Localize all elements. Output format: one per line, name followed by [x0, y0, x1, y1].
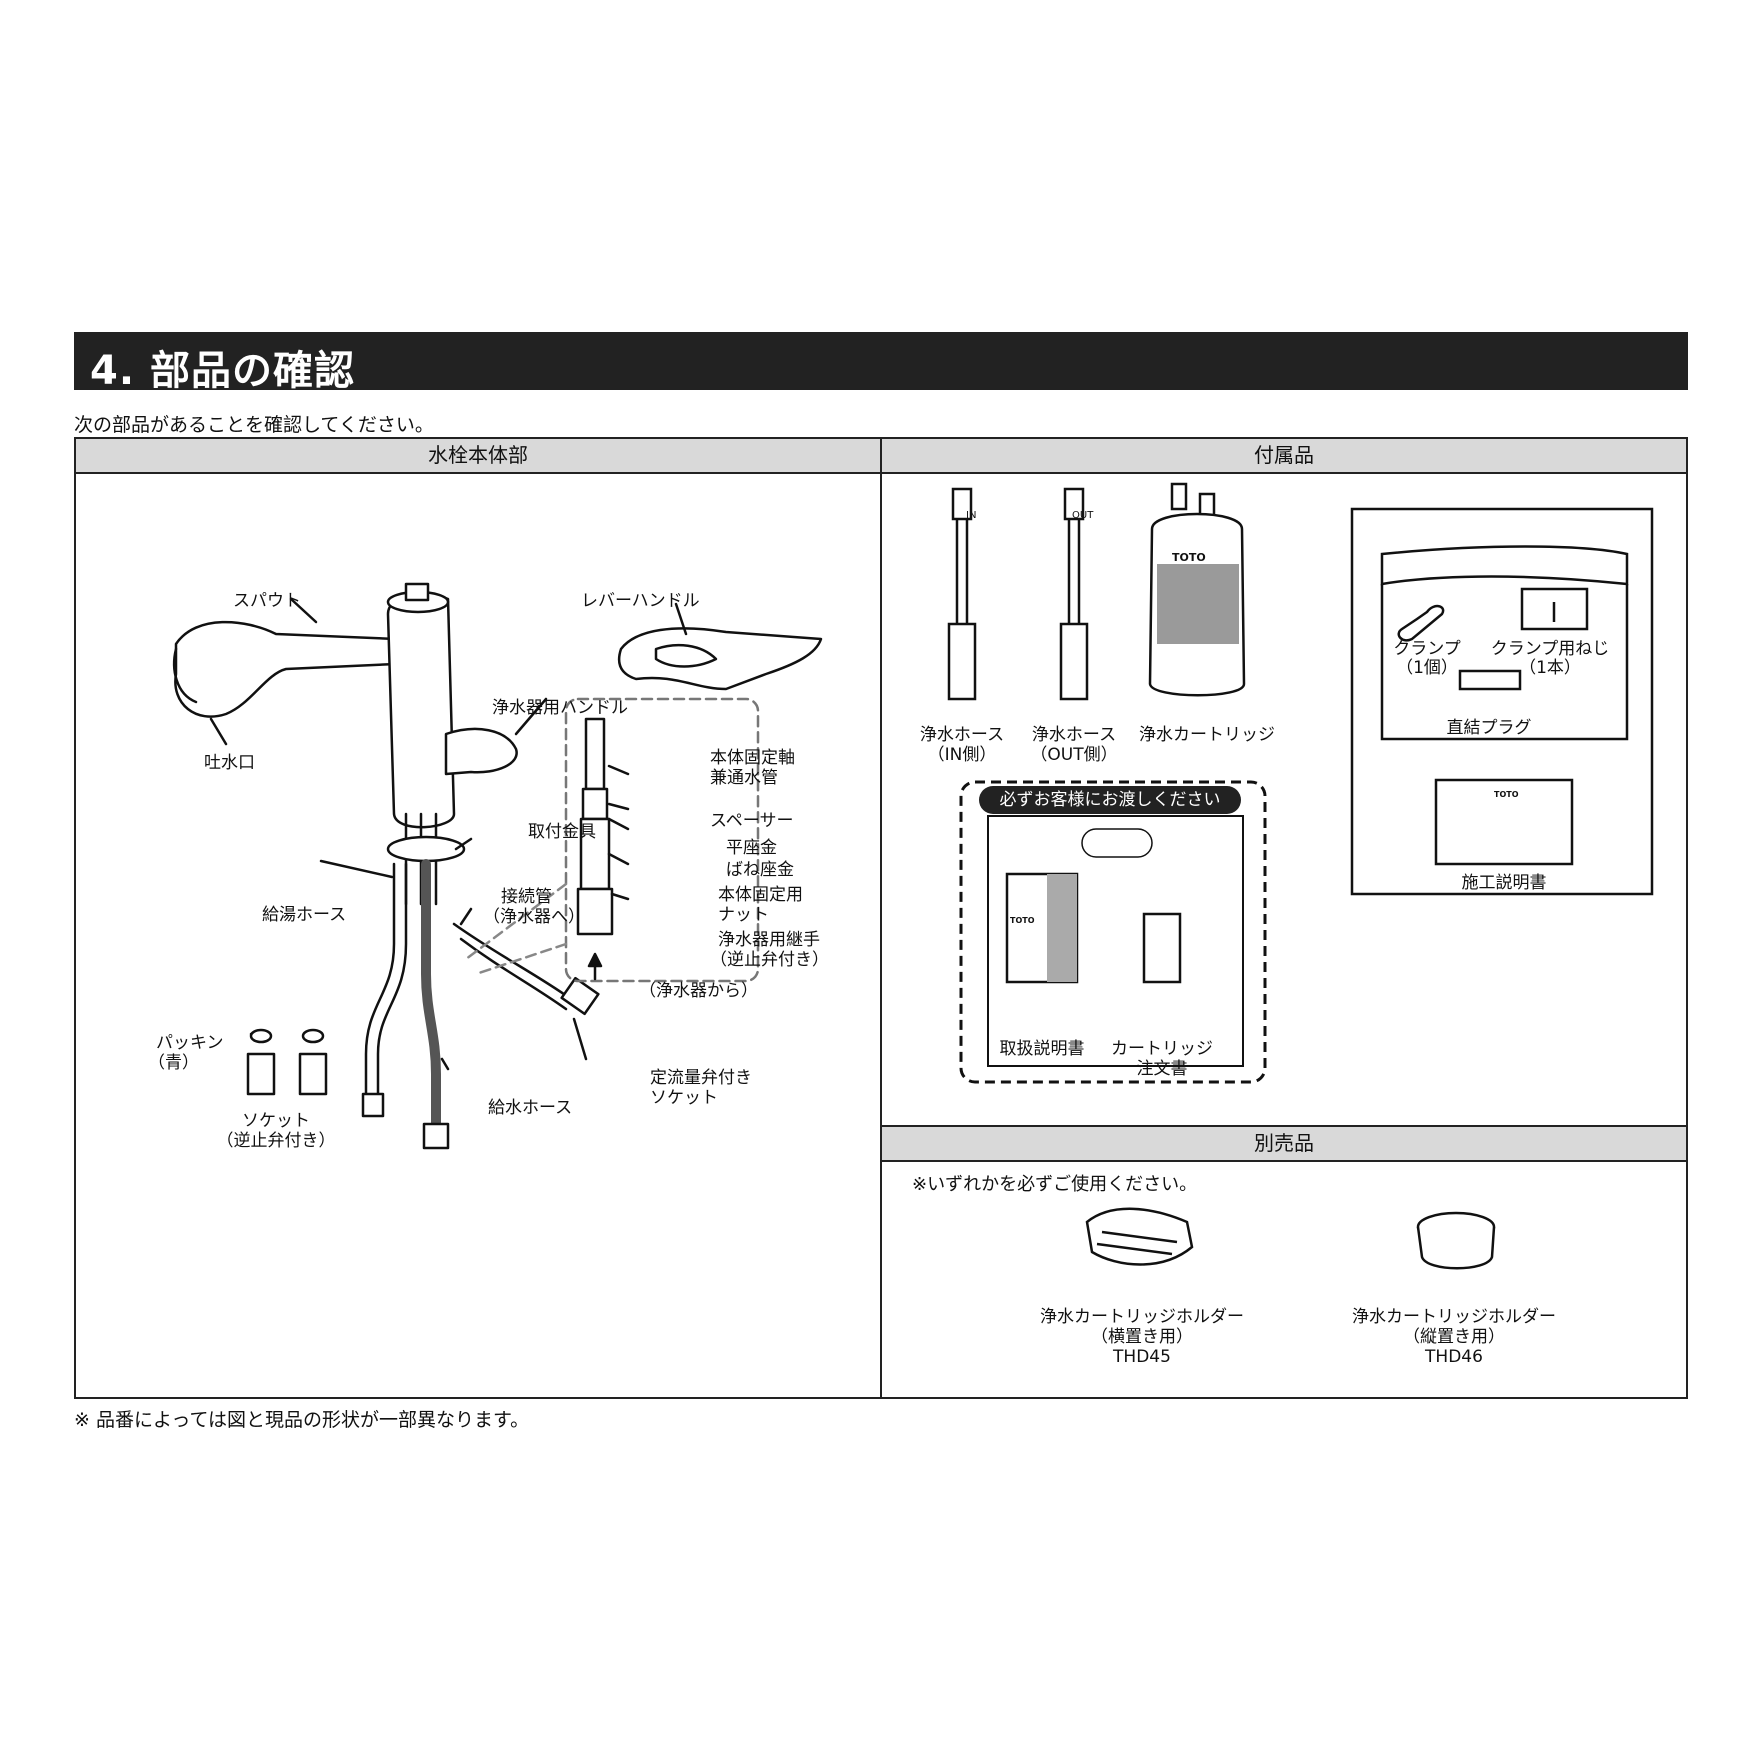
label-screw-2: （1本）	[1519, 658, 1581, 678]
hose-out-mark: OUT	[1072, 510, 1094, 521]
label-conn-pipe-1: 接続管	[501, 887, 552, 907]
optional-note: ※いずれかを必ずご使用ください。	[912, 1174, 1198, 1195]
cartridge-brand: TOTO	[1172, 551, 1206, 564]
label-holder-v-1: 浄水カートリッジホルダー	[1352, 1307, 1556, 1327]
label-screw-1: クランプ用ねじ	[1490, 639, 1610, 659]
optional-panel-header: 別売品	[882, 1127, 1686, 1162]
label-install-manual: 施工説明書	[1461, 873, 1547, 893]
section-banner: 4. 部品の確認	[74, 332, 1688, 394]
footnote: ※ 品番によっては図と現品の形状が一部異なります。	[74, 1409, 530, 1431]
label-supply-hose: 給水ホース	[488, 1098, 573, 1118]
label-fix-nut-2: ナット	[718, 905, 769, 925]
label-holder-v-2: （縦置き用）	[1403, 1327, 1505, 1347]
label-packing-2: （青）	[148, 1053, 199, 1073]
hose-out-drawing	[1059, 487, 1089, 701]
label-flow-socket-1: 定流量弁付き	[650, 1068, 752, 1088]
label-shaft-2: 兼通水管	[710, 768, 778, 788]
order-sheet-drawing	[1142, 912, 1182, 984]
hose-in-drawing	[947, 487, 977, 701]
label-order-1: カートリッジ	[1111, 1039, 1213, 1059]
accessories-panel: 付属品	[880, 437, 1688, 1127]
label-hose-out-1: 浄水ホース	[1031, 725, 1117, 745]
label-hose-out-2: （OUT側）	[1030, 745, 1118, 765]
cartridge-drawing	[1148, 482, 1246, 697]
hose-in-mark: IN	[966, 510, 977, 521]
intro-text: 次の部品があることを確認してください。	[74, 414, 434, 436]
hot-hose	[364, 862, 396, 1096]
faucet-panel: 水栓本体部	[74, 437, 882, 1399]
purifier-handle	[444, 727, 518, 776]
socket-left	[246, 1052, 276, 1096]
label-holder-h-1: 浄水カートリッジホルダー	[1040, 1307, 1244, 1327]
label-packing-1: パッキン	[156, 1033, 224, 1053]
socket-right	[298, 1052, 328, 1096]
optional-panel: 別売品 ※いずれかを必ずご使用ください。 浄水カートリッジホルダー （横置き用）…	[880, 1125, 1688, 1399]
label-from-purifier: （浄水器から）	[639, 981, 758, 1001]
lever-handle	[617, 627, 823, 691]
label-fix-nut-1: 本体固定用	[718, 885, 803, 905]
label-clamp-2: （1個）	[1396, 658, 1458, 678]
detail-box	[564, 697, 760, 983]
mount-bracket	[386, 835, 466, 863]
label-joint-1: 浄水器用継手	[718, 930, 820, 950]
label-clamp-1: クランプ	[1393, 639, 1461, 659]
label-socket-2: （逆止弁付き）	[216, 1131, 336, 1151]
install-brand: TOTO	[1494, 790, 1519, 799]
connection-pipe	[452, 922, 573, 1001]
plug-drawing	[1458, 669, 1522, 691]
label-conn-pipe-2: （浄水器へ）	[483, 907, 585, 927]
optional-illustration	[1085, 1207, 1496, 1270]
label-plug: 直結プラグ	[1446, 718, 1532, 738]
accessories-illustration	[947, 482, 1654, 1084]
notice-frame	[959, 780, 1267, 1084]
label-mount-bracket: 取付金具	[528, 822, 596, 842]
faucet-body	[386, 592, 456, 829]
label-hot-hose: 給湯ホース	[262, 905, 347, 925]
label-holder-h-3: THD45	[1113, 1347, 1171, 1367]
label-flat-washer: 平座金	[726, 838, 777, 858]
section-title: 4. 部品の確認	[90, 348, 355, 394]
spout-arm	[174, 620, 398, 718]
label-holder-h-2: （横置き用）	[1091, 1327, 1193, 1347]
label-hose-in-1: 浄水ホース	[919, 725, 1005, 745]
notice-badge: 必ずお客様にお渡しください	[979, 786, 1241, 814]
label-spout: スパウト	[233, 591, 301, 611]
label-lever-handle: レバーハンドル	[581, 591, 700, 611]
accessories-panel-header: 付属品	[882, 439, 1686, 474]
label-order-2: 注文書	[1136, 1059, 1188, 1079]
label-socket-1: ソケット	[242, 1111, 310, 1131]
label-holder-v-3: THD46	[1425, 1347, 1483, 1367]
clamp-drawing	[1397, 604, 1445, 642]
faucet-illustration	[172, 582, 823, 1150]
label-spring-washer: ばね座金	[726, 860, 794, 880]
faucet-panel-header: 水栓本体部	[76, 439, 880, 474]
supply-hose	[421, 859, 441, 1129]
install-manual-drawing	[1434, 778, 1574, 866]
label-cartridge: 浄水カートリッジ	[1139, 725, 1275, 745]
label-joint-2: （逆止弁付き）	[710, 950, 829, 970]
label-hose-in-2: （IN側）	[927, 745, 997, 765]
label-outlet: 吐水口	[204, 753, 255, 773]
label-flow-socket-2: ソケット	[650, 1088, 718, 1108]
label-shaft-1: 本体固定軸	[710, 748, 795, 768]
label-spacer: スペーサー	[710, 811, 794, 831]
label-purifier-handle: 浄水器用ハンドル	[492, 698, 628, 718]
label-user-manual: 取扱説明書	[999, 1039, 1085, 1059]
manual-brand: TOTO	[1010, 916, 1035, 925]
